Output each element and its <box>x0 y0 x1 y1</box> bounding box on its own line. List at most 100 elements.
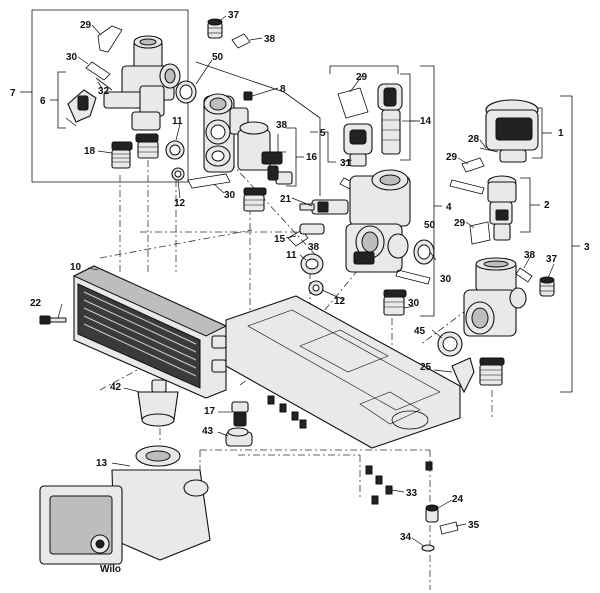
callout-30-c: 30 <box>408 298 420 309</box>
part-2-cartridge <box>487 175 517 241</box>
brand-mark: Wilo <box>100 564 121 575</box>
part-37-plug-right <box>539 276 555 297</box>
part-42-air-vent <box>137 379 179 427</box>
part-backplate <box>225 295 461 449</box>
part-30-clip-mid <box>187 173 231 189</box>
part-12-washer-mid <box>308 280 324 296</box>
callout-35: 35 <box>468 520 480 531</box>
part-21-valve <box>299 199 349 215</box>
callout-32: 32 <box>98 86 110 97</box>
part-43-valve <box>225 427 253 447</box>
callout-21: 21 <box>280 194 292 205</box>
part-10-plate-heat-exchanger <box>72 265 228 399</box>
callout-13: 13 <box>96 458 108 469</box>
callout-29-c: 29 <box>446 152 458 163</box>
callout-2: 2 <box>544 200 550 211</box>
callout-29-b: 29 <box>356 72 368 83</box>
part-3-valve-body <box>463 257 527 337</box>
part-25-bracket <box>451 357 475 394</box>
callout-12-a: 12 <box>174 198 186 209</box>
part-24-cap <box>425 504 439 523</box>
callout-28: 28 <box>468 134 480 145</box>
part-30-clip-right <box>449 179 485 195</box>
part-45-o-ring <box>437 331 463 357</box>
callout-38-c: 38 <box>308 242 320 253</box>
callout-labels: 29 30 7 6 32 18 37 38 50 8 11 38 16 12 3… <box>10 10 590 543</box>
part-35-clip <box>439 521 459 535</box>
part-11-o-ring-left <box>165 140 185 160</box>
part-28-pin <box>479 147 499 153</box>
callout-1: 1 <box>558 128 564 139</box>
part-13-pump <box>39 445 211 565</box>
callout-37-b: 37 <box>546 254 558 265</box>
part-32-pin <box>95 77 113 91</box>
callout-30-a: 30 <box>66 52 78 63</box>
callout-30-d: 30 <box>440 274 452 285</box>
callout-38-a: 38 <box>264 34 276 45</box>
leader-lines <box>57 15 555 547</box>
part-18-nipple <box>111 141 133 169</box>
part-1-actuator <box>485 99 539 163</box>
part-12-washer-left <box>171 167 185 181</box>
callout-4: 4 <box>446 202 452 213</box>
part-29-clip-top-left <box>97 25 123 53</box>
part-outlet-nipple-mid <box>243 187 267 212</box>
part-22-screw <box>39 315 67 325</box>
part-outlet-nipple-far-right <box>479 357 505 386</box>
callout-45: 45 <box>414 326 426 337</box>
callout-3: 3 <box>584 242 590 253</box>
callout-43: 43 <box>202 426 214 437</box>
part-38-clip-right <box>515 267 533 283</box>
callout-29-a: 29 <box>80 20 92 31</box>
callout-42: 42 <box>110 382 122 393</box>
part-29-clip-right <box>461 157 485 173</box>
part-14-cartridge <box>377 83 403 155</box>
callout-38-d: 38 <box>524 250 536 261</box>
callout-29-d: 29 <box>454 218 466 229</box>
part-50-seal-left <box>175 80 197 104</box>
callout-25: 25 <box>420 362 432 373</box>
part-8-manifold <box>203 91 253 173</box>
callout-37-a: 37 <box>228 10 240 21</box>
part-37-plug-top <box>207 18 223 39</box>
callout-33: 33 <box>406 488 418 499</box>
part-11-o-ring-mid <box>300 253 324 275</box>
part-6-flow-sensor <box>65 89 97 127</box>
callout-38-b: 38 <box>276 120 288 131</box>
callout-50-b: 50 <box>424 220 436 231</box>
part-30-clip-lower-right <box>395 269 431 285</box>
callout-10: 10 <box>70 262 82 273</box>
callout-50-a: 50 <box>212 52 224 63</box>
callout-11-a: 11 <box>172 116 183 127</box>
part-38-pin-mid <box>277 134 286 153</box>
part-17-pressure-sensor <box>231 401 249 427</box>
callout-22: 22 <box>30 298 42 309</box>
part-29-clip-top-mid <box>337 87 369 119</box>
callout-7: 7 <box>10 88 16 99</box>
part-outlet-nipple-left <box>135 133 159 159</box>
callout-17: 17 <box>204 406 216 417</box>
part-31-valve-head <box>343 123 373 167</box>
callout-16: 16 <box>306 152 318 163</box>
part-50-seal-right <box>413 239 435 265</box>
callout-34: 34 <box>400 532 412 543</box>
part-screws <box>267 395 433 505</box>
part-outlet-nipple-right <box>383 289 407 316</box>
callout-8: 8 <box>280 84 286 95</box>
callout-31: 31 <box>340 158 352 169</box>
part-7-valve-body <box>103 35 181 131</box>
part-30-clip-left <box>85 61 111 81</box>
part-4-valve-body <box>345 169 411 273</box>
part-16-valve <box>237 121 293 185</box>
callout-12-b: 12 <box>334 296 346 307</box>
callout-14: 14 <box>420 116 432 127</box>
callout-6: 6 <box>40 96 46 107</box>
callout-11-b: 11 <box>286 250 297 261</box>
part-34-washer <box>421 544 435 552</box>
callout-5: 5 <box>320 128 326 139</box>
callout-15: 15 <box>274 234 286 245</box>
part-38-clip-top <box>231 33 251 49</box>
callout-18: 18 <box>84 146 96 157</box>
part-15-fitting <box>287 223 325 247</box>
